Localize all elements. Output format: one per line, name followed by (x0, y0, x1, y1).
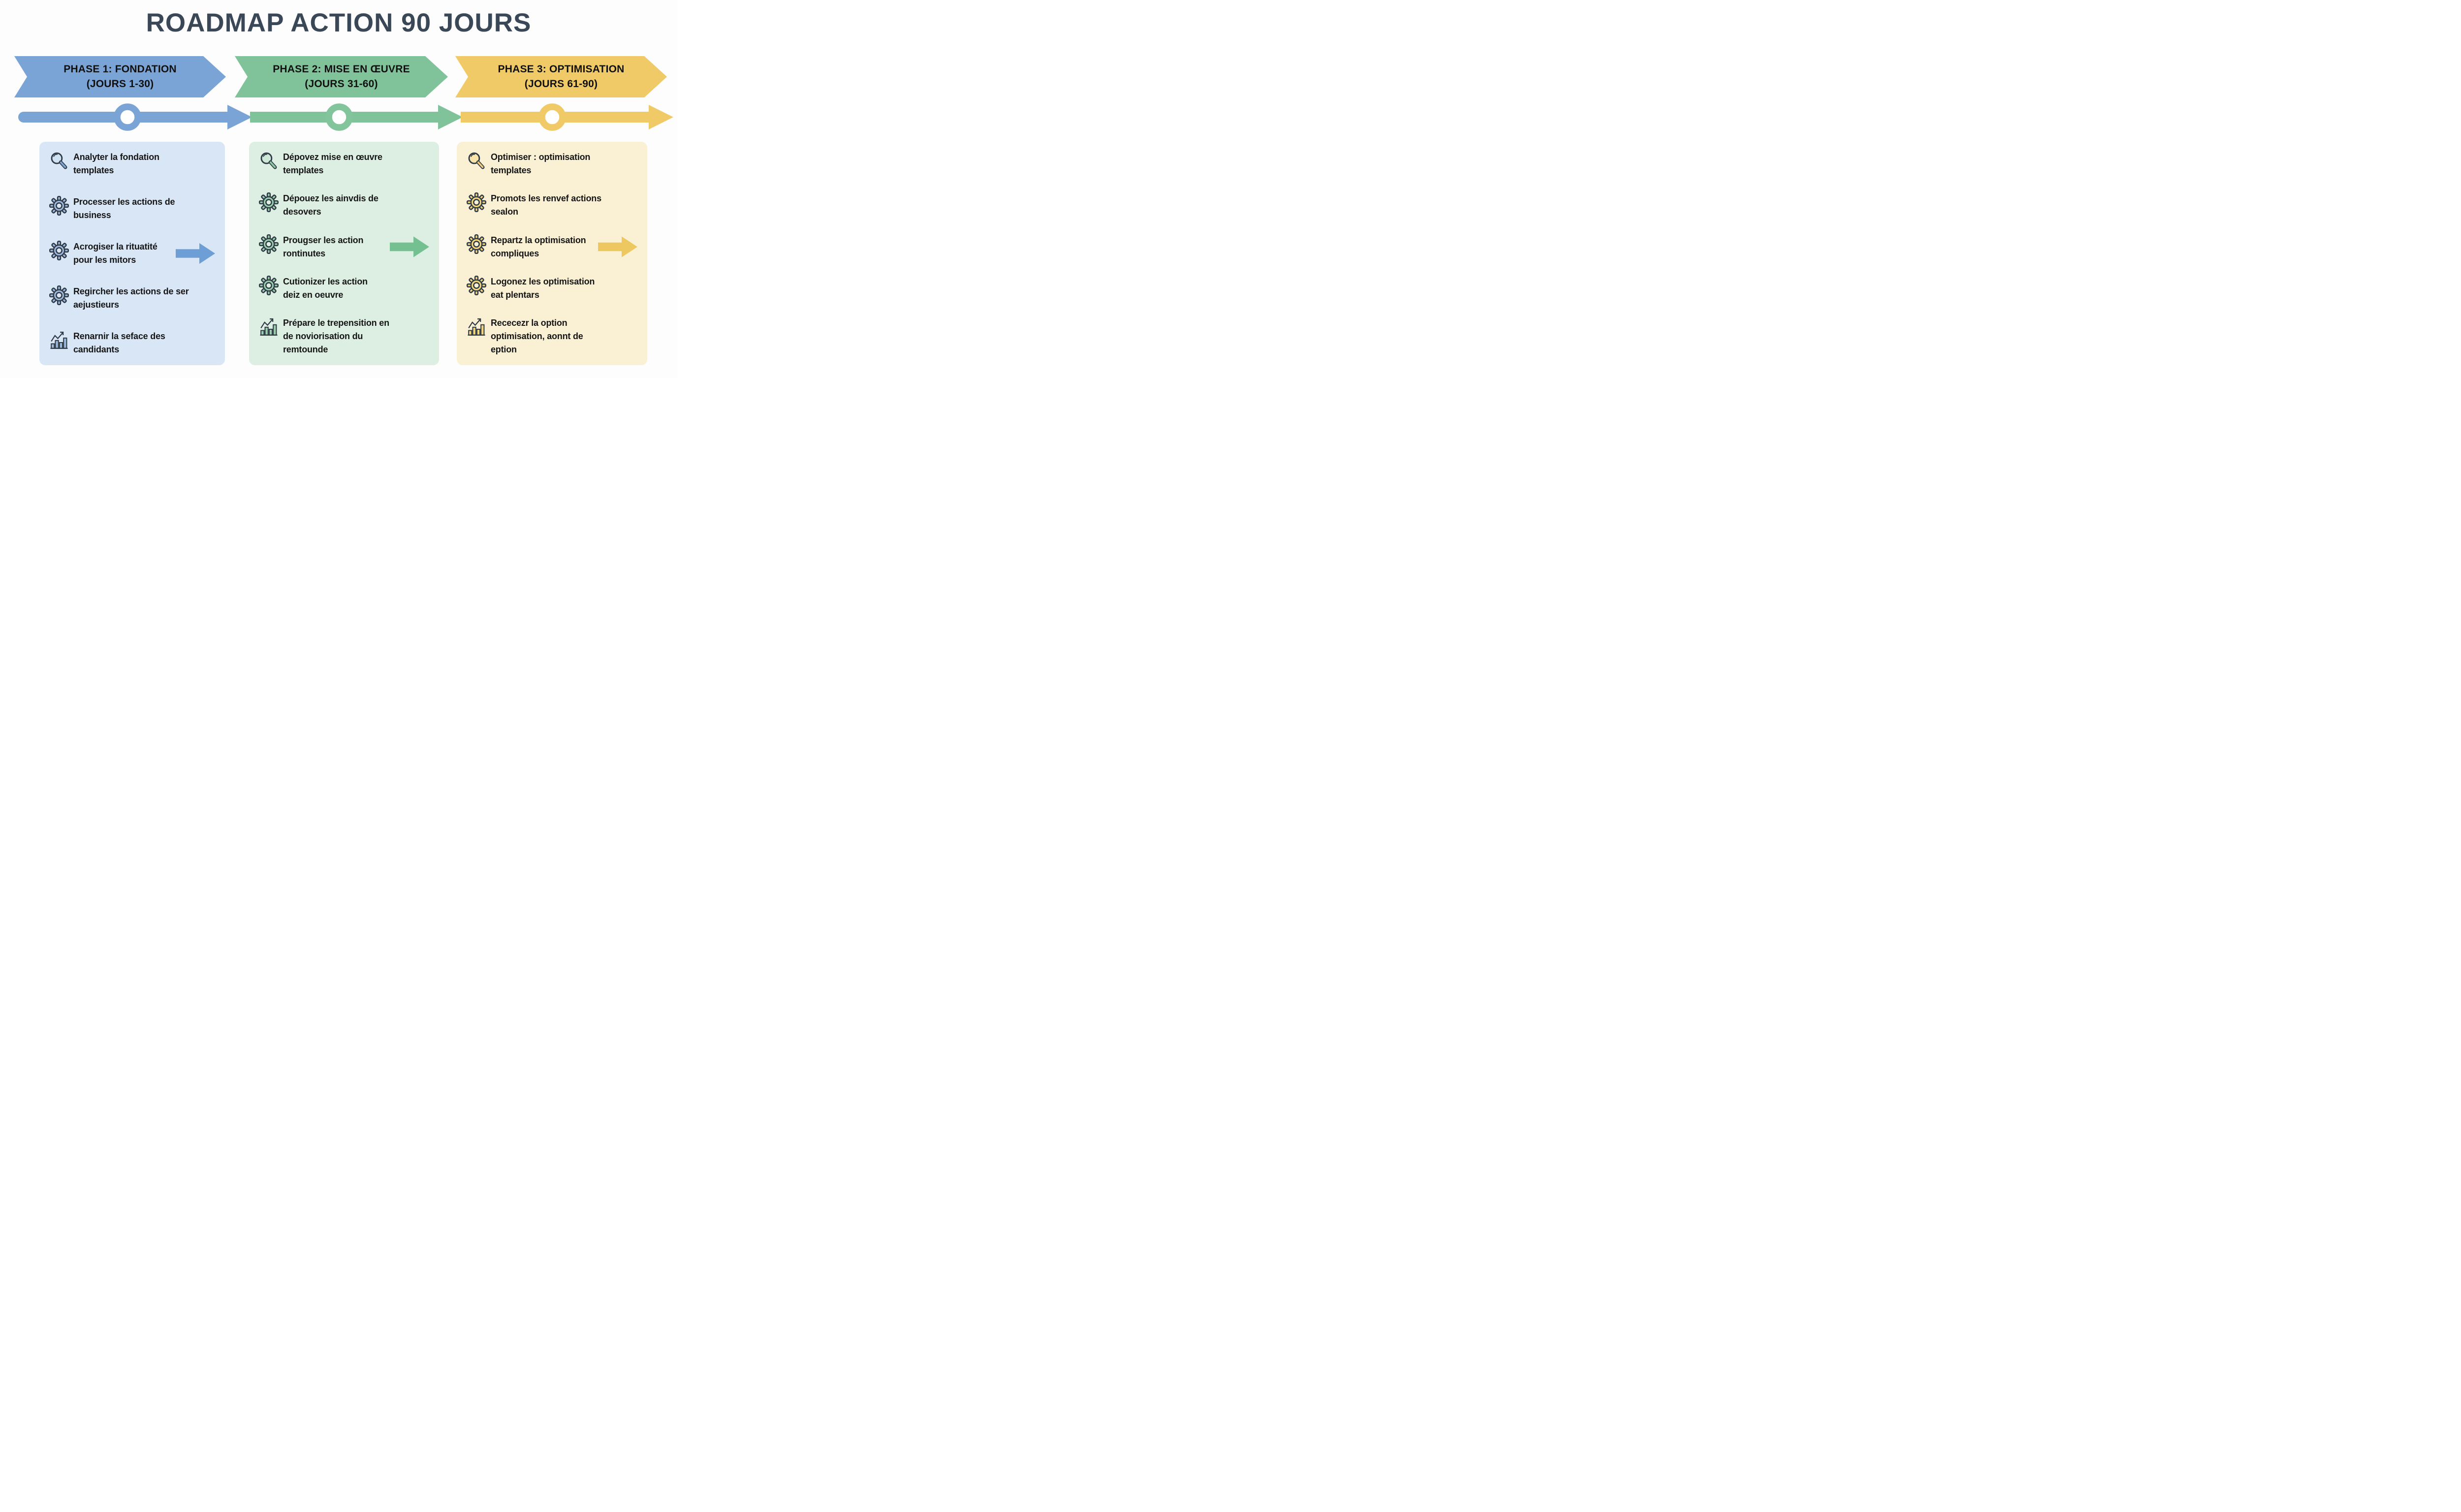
item-label: Repartz la optimisation compliques (491, 235, 586, 258)
timeline-node-1 (114, 103, 141, 131)
roadmap-item: Prépare le trepensition en de noviorisat… (259, 316, 429, 356)
timeline-segment-phase3 (461, 105, 673, 129)
item-label: Acrogiser la rituatité pour les mitors (73, 242, 158, 265)
phase-banner-3: PHASE 3: OPTIMISATION (JOURS 61-90) (455, 56, 667, 97)
page-title: ROADMAP ACTION 90 JOURS (146, 8, 532, 37)
item-label: Prougser les action rontinutes (283, 235, 364, 258)
phase-banner-subtitle: (JOURS 31-60) (305, 78, 378, 90)
roadmap-item: Dépouez les ainvdis de desovers (259, 192, 429, 219)
phase-banner-title: PHASE 2: MISE EN ŒUVRE (273, 63, 410, 75)
item-label: Prépare le trepensition en de noviorisat… (283, 318, 389, 354)
gear-icon (49, 285, 69, 305)
arrow-right-icon (649, 105, 673, 129)
item-label: Analyter la fondation templates (73, 152, 159, 175)
roadmap-item: Regircher les actions de ser aejustieurs (49, 285, 215, 312)
item-label: Cutionizer les action deiz en oeuvre (283, 276, 368, 300)
phase-banner-title: PHASE 1: FONDATION (63, 63, 177, 75)
arrow-right-icon (598, 236, 637, 257)
timeline-node-2 (325, 103, 353, 131)
item-label: Dépovez mise en œuvre templates (283, 152, 382, 175)
roadmap-infographic: ROADMAP ACTION 90 JOURS PHASE 1: FONDATI… (0, 0, 677, 378)
roadmap-item: Acrogiser la rituatité pour les mitors (49, 240, 215, 267)
card-phase-3: Optimiser : optimisation templates Promo… (457, 142, 647, 365)
item-label: Processer les actions de business (73, 197, 175, 220)
item-label: Logonez les optimisation eat plentars (491, 276, 595, 300)
phase-banner-2: PHASE 2: MISE EN ŒUVRE (JOURS 31-60) (235, 56, 448, 97)
arrow-right-icon (176, 243, 215, 264)
gear-icon (467, 192, 486, 212)
search-icon (49, 151, 69, 171)
phase-banner-subtitle: (JOURS 61-90) (524, 78, 598, 90)
roadmap-item: Renarnir la seface des candidants (49, 330, 215, 356)
roadmap-item: Dépovez mise en œuvre templates (259, 151, 429, 177)
arrow-right-icon (438, 105, 463, 129)
card-phase-2: Dépovez mise en œuvre templates Dépouez … (249, 142, 439, 365)
arrow-right-icon (390, 236, 429, 257)
gear-icon (259, 276, 279, 295)
timeline (18, 103, 673, 131)
search-icon (467, 151, 486, 171)
arrow-right-icon (227, 105, 252, 129)
chart-icon (259, 317, 279, 337)
roadmap-item: Prougser les action rontinutes (259, 234, 429, 260)
roadmap-item: Rececezr la option optimisation, aonnt d… (467, 316, 637, 356)
roadmap-item: Optimiser : optimisation templates (467, 151, 637, 177)
gear-icon (49, 196, 69, 216)
roadmap-item: Promots les renvef actions sealon (467, 192, 637, 219)
chart-icon (467, 317, 486, 337)
item-label: Optimiser : optimisation templates (491, 152, 591, 175)
roadmap-item: Analyter la fondation templates (49, 151, 215, 177)
roadmap-item: Processer les actions de business (49, 195, 215, 222)
phase-banner-1: PHASE 1: FONDATION (JOURS 1-30) (14, 56, 226, 97)
phase-banner-title: PHASE 3: OPTIMISATION (498, 63, 625, 75)
roadmap-item: Logonez les optimisation eat plentars (467, 275, 637, 302)
item-label: Promots les renvef actions sealon (491, 193, 601, 217)
roadmap-item: Repartz la optimisation compliques (467, 234, 637, 260)
timeline-node-3 (538, 103, 566, 131)
phase-banner-subtitle: (JOURS 1-30) (86, 78, 154, 90)
item-label: Rececezr la option optimisation, aonnt d… (491, 318, 583, 354)
search-icon (259, 151, 279, 171)
gear-icon (259, 192, 279, 212)
chart-icon (49, 330, 69, 350)
roadmap-item: Cutionizer les action deiz en oeuvre (259, 275, 429, 302)
gear-icon (49, 241, 69, 260)
gear-icon (467, 276, 486, 295)
item-label: Renarnir la seface des candidants (73, 331, 165, 354)
gear-icon (259, 234, 279, 254)
item-label: Regircher les actions de ser aejustieurs (73, 286, 189, 310)
card-phase-1: Analyter la fondation templates Processe… (39, 142, 225, 365)
timeline-segment-phase2 (250, 105, 463, 129)
item-label: Dépouez les ainvdis de desovers (283, 193, 379, 217)
gear-icon (467, 234, 486, 254)
